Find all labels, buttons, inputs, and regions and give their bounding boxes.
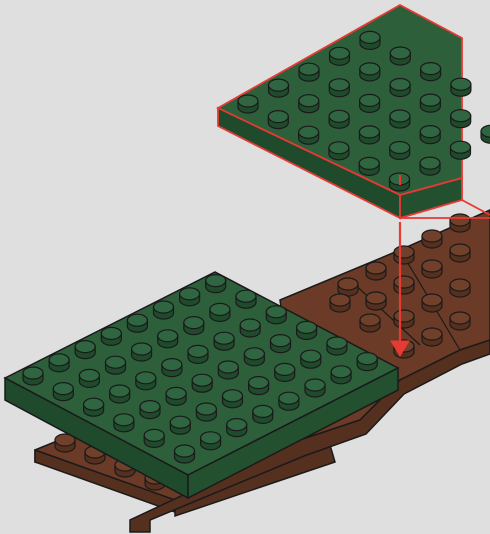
- stud: [271, 335, 291, 353]
- stud: [162, 359, 182, 377]
- stud: [110, 385, 130, 403]
- stud: [450, 279, 470, 297]
- stud: [53, 383, 73, 401]
- stud: [366, 292, 386, 310]
- stud: [330, 294, 350, 312]
- stud: [253, 405, 273, 423]
- stud: [360, 94, 380, 112]
- stud: [170, 416, 190, 434]
- stud: [450, 214, 470, 232]
- stud: [390, 79, 410, 97]
- stud: [127, 314, 147, 332]
- stud: [420, 126, 440, 144]
- stud: [196, 403, 216, 421]
- stud: [366, 262, 386, 280]
- stud: [279, 392, 299, 410]
- stud: [180, 288, 200, 306]
- stud: [249, 377, 269, 395]
- stud: [227, 419, 247, 437]
- stud: [299, 95, 319, 113]
- stud: [451, 78, 471, 96]
- stud: [223, 390, 243, 408]
- stud: [394, 276, 414, 294]
- stud: [299, 63, 319, 81]
- stud: [390, 142, 410, 160]
- stud: [451, 141, 471, 159]
- stud: [210, 303, 230, 321]
- stud: [329, 110, 349, 128]
- stud: [301, 350, 321, 368]
- stud: [136, 372, 156, 390]
- stud: [275, 363, 295, 381]
- stud: [390, 110, 410, 128]
- stud: [106, 356, 126, 374]
- stud: [421, 63, 441, 81]
- stud: [297, 321, 317, 339]
- stud: [390, 47, 410, 65]
- stud: [420, 157, 440, 175]
- stud: [175, 445, 195, 463]
- stud: [422, 328, 442, 346]
- stud: [305, 379, 325, 397]
- stud: [331, 366, 351, 384]
- stud: [481, 125, 490, 143]
- stud: [84, 398, 104, 416]
- stud: [329, 142, 349, 160]
- stud: [359, 157, 379, 175]
- stud: [140, 401, 160, 419]
- stud: [299, 126, 319, 144]
- stud: [450, 244, 470, 262]
- stud: [329, 79, 349, 97]
- stud: [338, 278, 358, 296]
- stud: [218, 361, 238, 379]
- stud: [23, 367, 43, 385]
- stud: [360, 63, 380, 81]
- stud: [184, 317, 204, 335]
- stud: [269, 79, 289, 97]
- stud: [132, 343, 152, 361]
- stud: [201, 432, 221, 450]
- stud: [154, 301, 174, 319]
- stud: [158, 330, 178, 348]
- stud: [101, 327, 121, 345]
- stud: [49, 354, 69, 372]
- stud: [266, 306, 286, 324]
- stud: [420, 94, 440, 112]
- stud: [394, 310, 414, 328]
- stud: [394, 246, 414, 264]
- stud: [206, 275, 226, 293]
- stud: [268, 111, 288, 129]
- stud: [240, 319, 260, 337]
- stud: [422, 294, 442, 312]
- stud: [327, 337, 347, 355]
- stud: [360, 314, 380, 332]
- stud: [144, 429, 164, 447]
- stud: [360, 31, 380, 49]
- stud: [244, 348, 264, 366]
- stud: [450, 312, 470, 330]
- stud: [330, 47, 350, 65]
- stud: [75, 341, 95, 359]
- stud: [359, 126, 379, 144]
- stud: [422, 260, 442, 278]
- stud: [236, 290, 256, 308]
- stud: [451, 110, 471, 128]
- stud: [192, 374, 212, 392]
- stud: [238, 95, 258, 113]
- stud: [114, 414, 134, 432]
- stud: [79, 369, 99, 387]
- stud: [357, 353, 377, 371]
- stud: [188, 345, 208, 363]
- stud: [166, 387, 186, 405]
- stud: [422, 230, 442, 248]
- stud: [214, 332, 234, 350]
